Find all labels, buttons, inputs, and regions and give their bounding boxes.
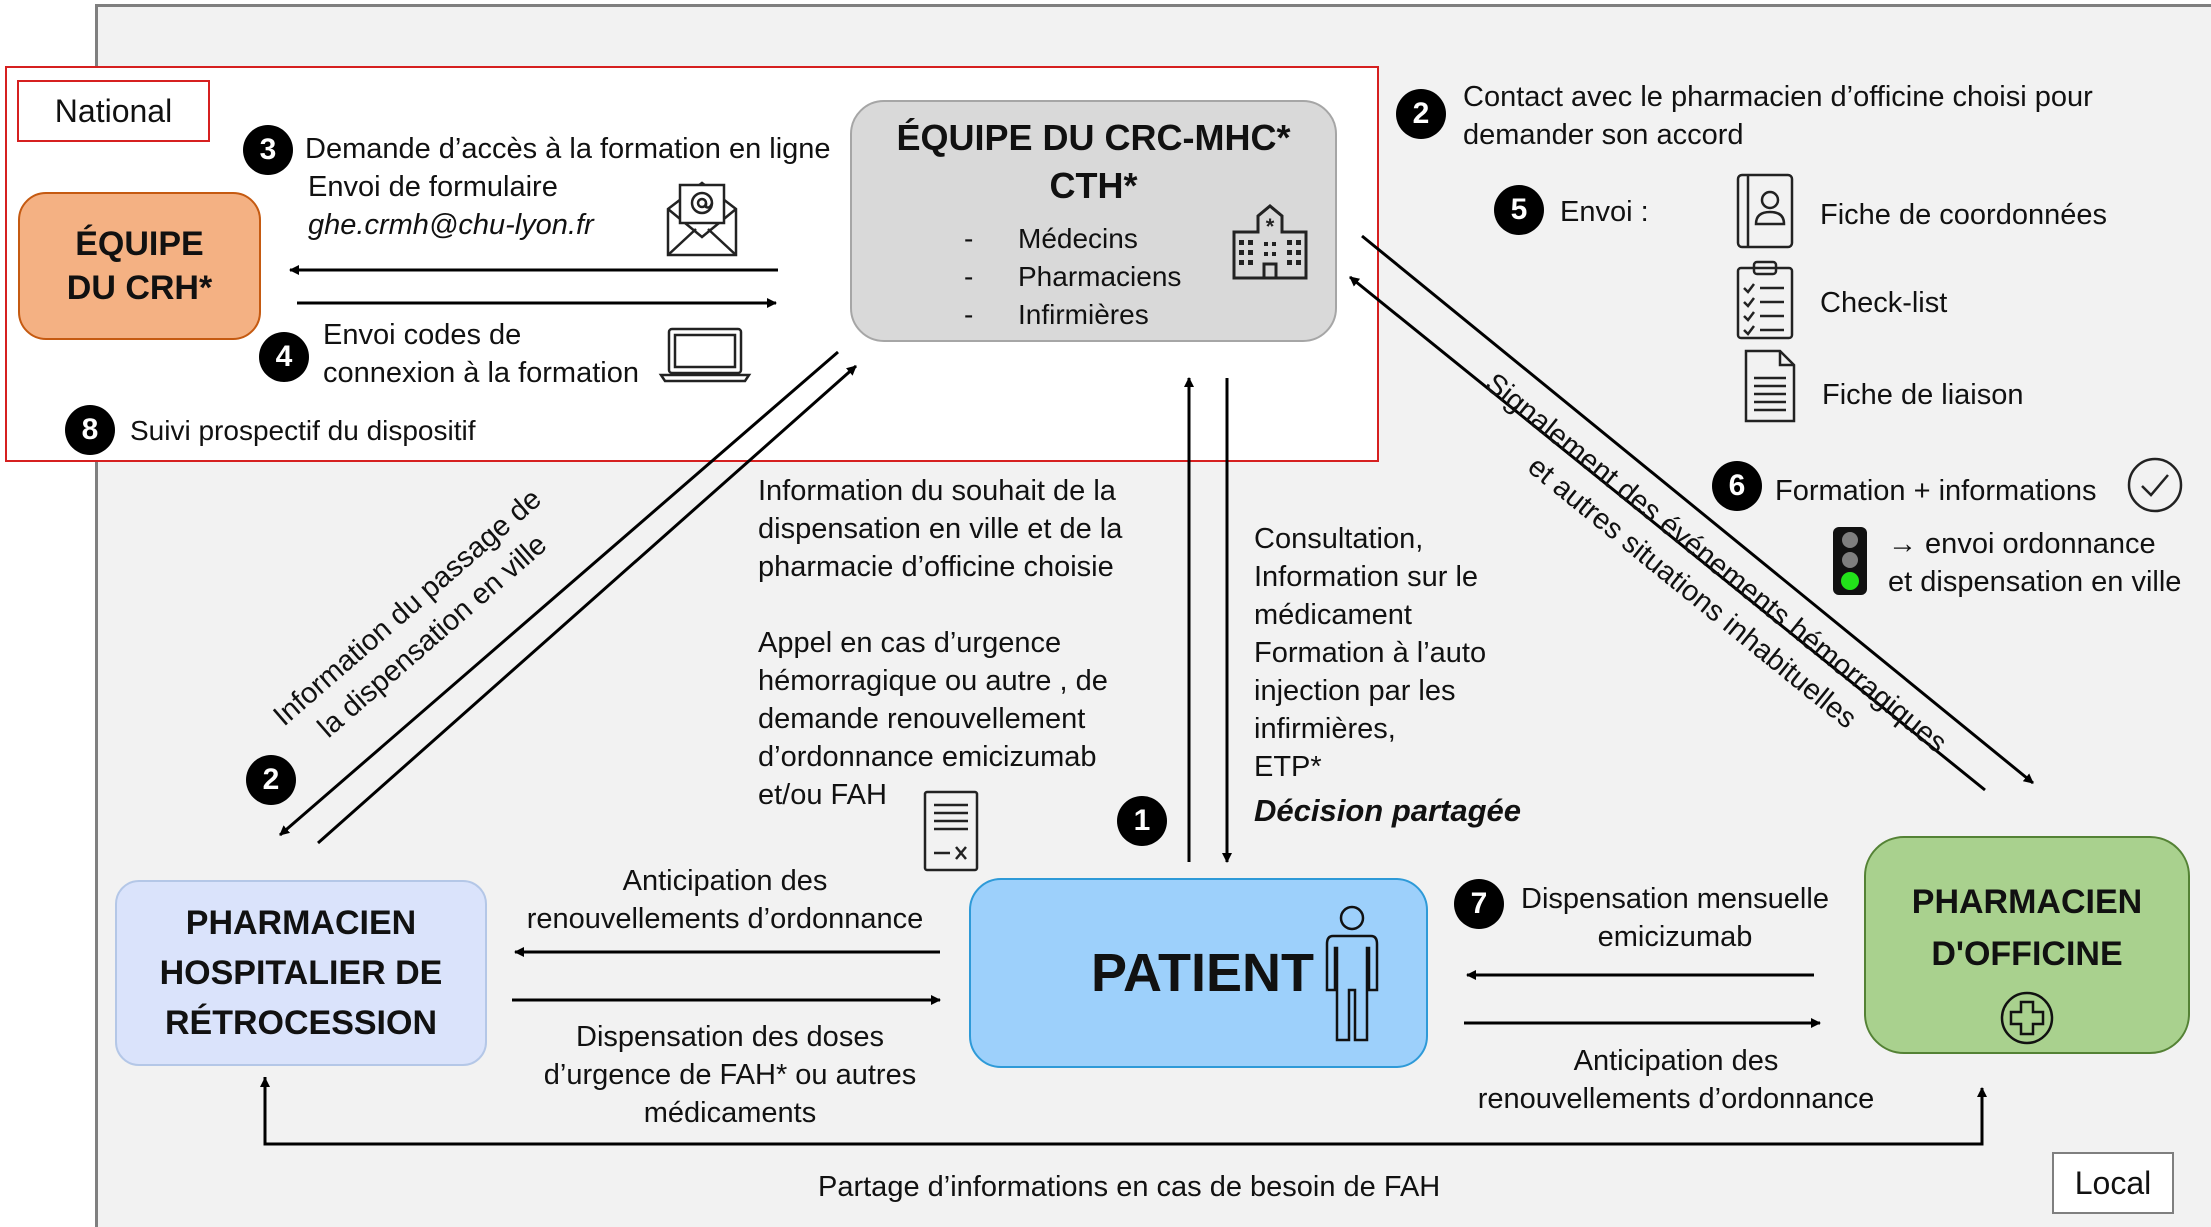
step-badge-4: 4 (259, 332, 309, 382)
step-badge-2-passage: 2 (246, 755, 296, 805)
crc-member-infirmieres: Infirmières (1018, 299, 1149, 330)
traffic-light-text: → envoi ordonnance et dispensation en vi… (1888, 528, 2182, 598)
svg-text:*: * (1266, 214, 1275, 239)
traffic-light-icon (1833, 527, 1867, 595)
partage-informations-text: Partage d’informations en cas de besoin … (818, 1171, 1441, 1203)
step5-envoi-text: Envoi : (1560, 196, 1649, 228)
decision-partagee-text: Décision partagée (1254, 793, 1522, 828)
arrow-crc-to-hosp (279, 350, 839, 837)
anticipation-right-text: Anticipation des renouvellements d’ordon… (1477, 1045, 1875, 1115)
step-badge-3: 3 (243, 125, 293, 175)
step-badge-6: 6 (1712, 461, 1762, 511)
crc-member-list: -Médecins -Pharmaciens -Infirmières (964, 220, 1181, 334)
document-icon (1744, 349, 1796, 423)
prescription-icon (923, 790, 979, 872)
step-badge-5: 5 (1494, 185, 1544, 235)
laptop-icon (658, 327, 752, 383)
arrow-officine-to-crc (1349, 275, 1986, 792)
step2-contact-text: Contact avec le pharmacien d’officine ch… (1463, 81, 2093, 151)
hospital-pharmacist-title: PHARMACIEN HOSPITALIER DE RÉTROCESSION (159, 904, 443, 1042)
step-badge-8: 8 (65, 405, 115, 455)
hospital-icon: * (1232, 204, 1308, 280)
checkmark-icon (2127, 457, 2183, 513)
crc-member-row: -Pharmaciens (964, 261, 1182, 292)
crh-team-title: ÉQUIPE DU CRH* (66, 225, 213, 307)
crh-team-box: ÉQUIPE DU CRH* (18, 192, 261, 340)
doc-check-list: Check-list (1820, 287, 1948, 319)
step3-request-text: Demande d’accès à la formation en ligne (305, 133, 831, 165)
checklist-icon (1736, 260, 1794, 340)
doc-fiche-liaison: Fiche de liaison (1822, 379, 2024, 411)
community-pharmacist-box: PHARMACIEN D'OFFICINE (1864, 836, 2190, 1054)
step7-dispensation-text: Dispensation mensuelle emicizumab (1521, 883, 1829, 953)
crc-member-medecins: Médecins (1018, 223, 1138, 254)
step8-suivi-text: Suivi prospectif du dispositif (130, 415, 476, 446)
patient-box: PATIENT (969, 878, 1428, 1068)
arrow-crc-to-officine (1361, 234, 2034, 785)
anticipation-left-text: Anticipation des renouvellements d’ordon… (526, 865, 924, 935)
doc-fiche-coordonnees: Fiche de coordonnées (1820, 199, 2107, 231)
bottom-bracket-line (263, 1077, 1984, 1146)
envelope-icon (666, 181, 738, 257)
step4-codes-text: Envoi codes de connexion à la formation (323, 319, 639, 389)
person-icon (1325, 905, 1379, 1042)
national-label: National (17, 80, 210, 142)
arrow-hosp-to-crc (317, 364, 857, 845)
crc-team-box: ÉQUIPE DU CRC-MHC* CTH* -Médecins -Pharm… (850, 100, 1337, 342)
crc-member-pharmaciens: Pharmaciens (1018, 261, 1182, 292)
crc-member-row: -Médecins (964, 223, 1138, 254)
contact-card-icon (1736, 173, 1794, 249)
dispensation-doses-text: Dispensation des doses d’urgence de FAH*… (543, 1021, 917, 1129)
info-souhait-text: Information du souhait de la dispensatio… (758, 475, 1123, 583)
step3-form-text: Envoi de formulaire (308, 171, 558, 203)
local-label-text: Local (2074, 1164, 2152, 1201)
community-pharmacist-title: PHARMACIEN D'OFFICINE (1911, 883, 2143, 973)
national-label-text: National (54, 92, 173, 129)
crc-member-row: -Infirmières (964, 299, 1149, 330)
hospital-pharmacist-box: PHARMACIEN HOSPITALIER DE RÉTROCESSION (115, 880, 487, 1066)
step6-formation-text: Formation + informations (1775, 475, 2097, 507)
step-badge-2-contact: 2 (1396, 89, 1446, 139)
step3-email-text: ghe.crmh@chu-lyon.fr (308, 209, 594, 241)
consultation-text: Consultation, Information sur le médicam… (1254, 523, 1487, 783)
step-badge-7: 7 (1454, 879, 1504, 929)
patient-title: PATIENT (1091, 943, 1314, 1003)
step-badge-1: 1 (1117, 796, 1167, 846)
local-label: Local (2052, 1152, 2174, 1214)
pharmacy-cross-icon (2000, 991, 2054, 1045)
appel-urgence-text: Appel en cas d’urgence hémorragique ou a… (758, 627, 1108, 811)
crc-team-title: ÉQUIPE DU CRC-MHC* CTH* (896, 117, 1291, 206)
